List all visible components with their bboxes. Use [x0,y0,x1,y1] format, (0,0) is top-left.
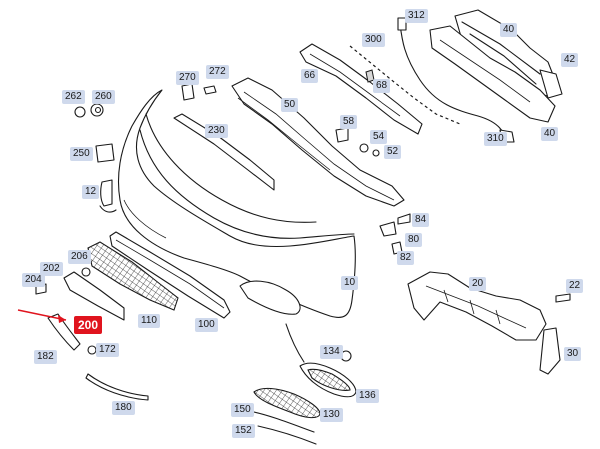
clip-parts [74,83,217,118]
small-cover-parts [95,143,117,213]
label-202: 202 [40,262,63,276]
label-40-right: 40 [541,127,559,141]
bumper-cover-part [117,89,356,363]
label-152: 152 [232,424,255,438]
trim-parts-lower [47,313,149,401]
label-82: 82 [397,251,415,265]
label-262: 262 [62,90,85,104]
highlight-arrow [17,309,67,323]
label-150: 150 [231,403,254,417]
label-22: 22 [566,279,584,293]
label-204: 204 [22,273,45,287]
label-130: 130 [320,408,343,422]
label-40-top: 40 [500,23,518,37]
upper-reinforcement-part [429,9,563,123]
label-230: 230 [205,124,228,138]
label-250: 250 [70,147,93,161]
label-310: 310 [484,132,507,146]
label-312: 312 [405,9,428,23]
label-12: 12 [82,185,100,199]
label-52: 52 [384,145,402,159]
label-100: 100 [195,318,218,332]
label-172: 172 [96,343,119,357]
label-182: 182 [34,350,57,364]
label-134: 134 [320,345,343,359]
label-30: 30 [564,347,582,361]
label-136: 136 [356,389,379,403]
label-10: 10 [341,276,359,290]
lower-mesh-part [253,387,321,445]
label-260: 260 [92,90,115,104]
label-58: 58 [340,115,358,129]
lower-grille-part [35,241,179,321]
lower-strip-part [109,231,231,319]
label-206: 206 [68,250,91,264]
label-66: 66 [301,69,319,83]
label-180: 180 [112,401,135,415]
label-50: 50 [281,98,299,112]
label-54: 54 [370,130,388,144]
label-80: 80 [405,233,423,247]
trim-strip-part [173,113,275,191]
label-20: 20 [469,277,487,291]
label-272: 272 [206,65,229,79]
label-200-highlighted: 200 [74,316,103,334]
label-300: 300 [362,33,385,47]
label-68: 68 [373,79,391,93]
label-84: 84 [412,213,430,227]
label-110: 110 [138,314,160,328]
side-bracket-part [407,271,571,375]
label-42: 42 [561,53,579,67]
upper-frame-part [299,43,423,135]
label-270: 270 [176,71,199,85]
